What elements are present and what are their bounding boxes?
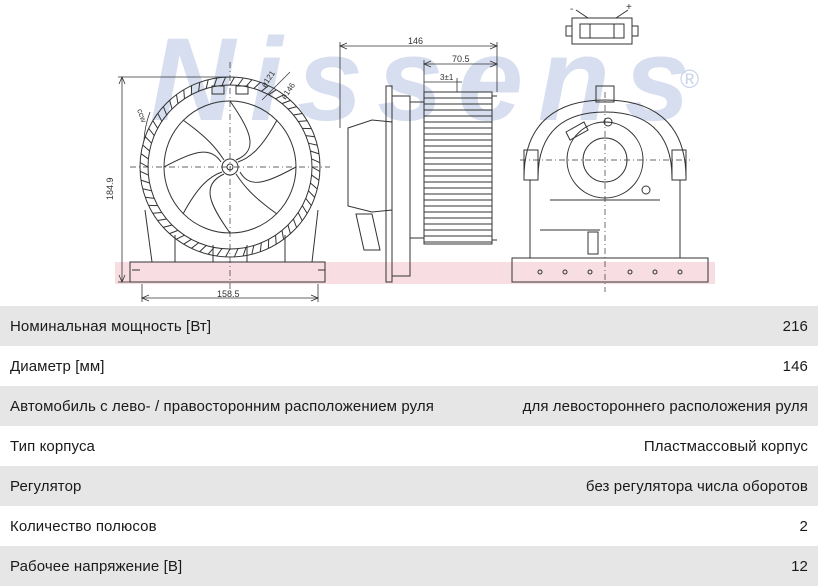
spec-row: Количество полюсов 2 xyxy=(0,506,818,546)
spec-label: Диаметр [мм] xyxy=(10,357,105,375)
height-label: 184.9 xyxy=(105,177,115,200)
spec-value: Пластмассовый корпус xyxy=(643,437,808,455)
connector-icon xyxy=(565,9,639,45)
diameter-leader xyxy=(261,71,291,101)
spec-row: Рабочее напряжение [В] 12 xyxy=(0,546,818,586)
spec-label: Количество полюсов xyxy=(10,517,157,535)
spec-value: для левостороннего расположения руля xyxy=(522,397,808,415)
depth-label: 70.5 xyxy=(452,54,470,64)
spec-label: Рабочее напряжение [В] xyxy=(10,557,183,575)
spec-value: 146 xyxy=(782,357,808,375)
spec-row: Автомобиль с лево- / правосторонним расп… xyxy=(0,386,818,426)
spec-value: 2 xyxy=(799,517,808,535)
spec-value: без регулятора числа оборотов xyxy=(585,477,808,495)
spec-label: Регулятор xyxy=(10,477,82,495)
fan-front-view xyxy=(129,62,330,290)
spec-label: Автомобиль с лево- / правосторонним расп… xyxy=(10,397,434,415)
spec-label: Тип корпуса xyxy=(10,437,95,455)
housing-back-view xyxy=(511,85,709,292)
rotation-arrow-icon xyxy=(143,111,151,141)
technical-drawing: Nissens ® xyxy=(105,2,715,302)
spec-label: Номинальная мощность [Вт] xyxy=(10,317,212,335)
rotation-label: ccw xyxy=(135,108,148,124)
height-dimension xyxy=(118,75,228,284)
spec-row: Регулятор без регулятора числа оборотов xyxy=(0,466,818,506)
connector-plus: + xyxy=(626,2,632,13)
spec-row: Диаметр [мм] 146 xyxy=(0,346,818,386)
total-width-label: 146 xyxy=(408,36,423,46)
base-width-dimension xyxy=(140,284,320,302)
fan-side-view xyxy=(347,85,497,283)
spec-row: Номинальная мощность [Вт] 216 xyxy=(0,306,818,346)
specs-table: Номинальная мощность [Вт] 216 Диаметр [м… xyxy=(0,306,818,586)
watermark-registered: ® xyxy=(680,64,699,94)
spec-row: Тип корпуса Пластмассовый корпус xyxy=(0,426,818,466)
watermark-stripe xyxy=(115,262,715,284)
side-dimensions xyxy=(338,42,499,128)
blower-motor-drawing: Nissens ® xyxy=(105,2,715,302)
spec-value: 12 xyxy=(791,557,808,575)
offset-label: 3±1 xyxy=(440,73,454,82)
base-width-label: 158.5 xyxy=(217,289,240,299)
connector-minus: - xyxy=(570,4,573,15)
spec-value: 216 xyxy=(782,317,808,335)
